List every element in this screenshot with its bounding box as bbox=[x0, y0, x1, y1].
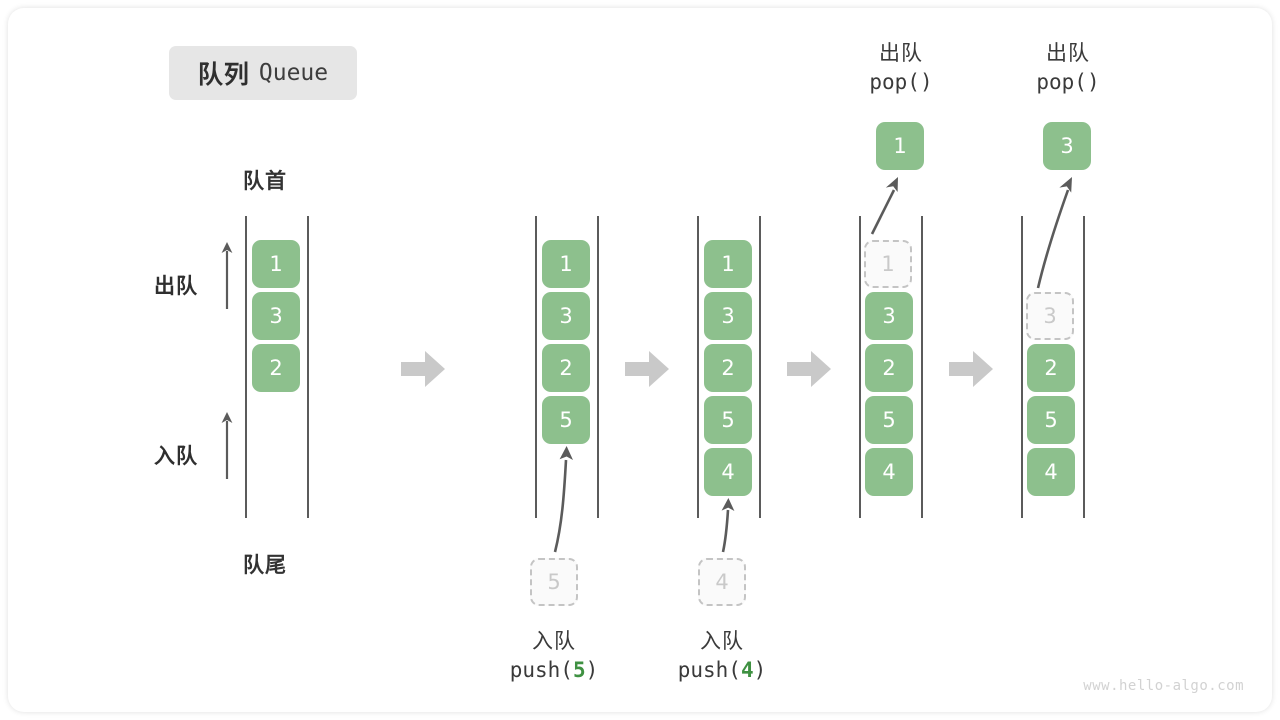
popped-element: 1 bbox=[876, 122, 924, 170]
rail-left bbox=[859, 216, 861, 518]
dequeue-up-arrow-icon bbox=[220, 241, 234, 309]
pop-arrow-icon bbox=[1016, 174, 1086, 290]
rail-left bbox=[1021, 216, 1023, 518]
queue-head-caption: 队首 bbox=[243, 170, 287, 193]
push-4-caption-code: push(4) bbox=[634, 656, 810, 684]
push-5-fn: push( bbox=[509, 658, 573, 683]
enqueue-side-label: 入队 bbox=[154, 445, 198, 468]
title-cn: 队列 bbox=[197, 61, 250, 89]
ghost-element: 5 bbox=[530, 558, 578, 606]
queue-element: 1 bbox=[704, 240, 752, 288]
push-5-fn-end: ) bbox=[585, 658, 599, 683]
push-4-num: 4 bbox=[740, 658, 754, 683]
step-arrow-icon bbox=[401, 351, 445, 387]
queue-element: 1 bbox=[252, 240, 300, 288]
rail-left bbox=[245, 216, 247, 518]
ghost-element: 4 bbox=[698, 558, 746, 606]
pop-3-caption-code: pop() bbox=[980, 68, 1156, 96]
queue-element-new: 4 bbox=[704, 448, 752, 496]
pop-1-caption: 出队 pop() bbox=[813, 40, 989, 97]
queue-element: 2 bbox=[1027, 344, 1075, 392]
rail-left bbox=[535, 216, 537, 518]
pop-1-caption-code: pop() bbox=[813, 68, 989, 96]
queue-element: 3 bbox=[704, 292, 752, 340]
queue-element: 3 bbox=[865, 292, 913, 340]
step-arrow-icon bbox=[625, 351, 669, 387]
rail-right bbox=[597, 216, 599, 518]
pop-1-caption-cn: 出队 bbox=[879, 42, 923, 65]
watermark: www.hello-algo.com bbox=[1083, 678, 1244, 694]
rail-right bbox=[1083, 216, 1085, 518]
step-arrow-icon bbox=[949, 351, 993, 387]
ghost-element: 1 bbox=[864, 240, 912, 288]
queue-element: 5 bbox=[1027, 396, 1075, 444]
step-arrow-icon bbox=[787, 351, 831, 387]
push-5-num: 5 bbox=[572, 658, 586, 683]
push-4-fn-end: ) bbox=[753, 658, 767, 683]
rail-right bbox=[307, 216, 309, 518]
queue-element: 3 bbox=[542, 292, 590, 340]
push-5-caption: 入队 push(5) bbox=[466, 628, 642, 685]
push-5-caption-cn: 入队 bbox=[532, 630, 576, 653]
queue-element: 4 bbox=[865, 448, 913, 496]
pop-1-fn-end: ) bbox=[919, 70, 933, 95]
queue-element: 2 bbox=[704, 344, 752, 392]
queue-element: 5 bbox=[704, 396, 752, 444]
queue-element-new: 5 bbox=[542, 396, 590, 444]
push-4-caption: 入队 push(4) bbox=[634, 628, 810, 685]
push-5-caption-code: push(5) bbox=[466, 656, 642, 684]
title-en: Queue bbox=[258, 60, 329, 86]
push-4-fn: push( bbox=[677, 658, 741, 683]
pop-3-caption-cn: 出队 bbox=[1046, 42, 1090, 65]
rail-left bbox=[697, 216, 699, 518]
pop-1-fn: pop( bbox=[869, 70, 920, 95]
queue-element: 2 bbox=[865, 344, 913, 392]
push-4-caption-cn: 入队 bbox=[700, 630, 744, 653]
queue-element: 2 bbox=[542, 344, 590, 392]
queue-element: 1 bbox=[542, 240, 590, 288]
push-arrow-icon bbox=[528, 444, 588, 554]
enqueue-up-arrow-icon bbox=[220, 411, 234, 479]
queue-element: 4 bbox=[1027, 448, 1075, 496]
pop-arrow-icon bbox=[856, 174, 916, 236]
rail-right bbox=[759, 216, 761, 518]
pop-3-fn: pop( bbox=[1036, 70, 1087, 95]
push-arrow-icon bbox=[697, 496, 757, 554]
ghost-element: 3 bbox=[1026, 292, 1074, 340]
queue-tail-caption: 队尾 bbox=[243, 554, 287, 577]
queue-element: 3 bbox=[252, 292, 300, 340]
popped-element: 3 bbox=[1043, 122, 1091, 170]
queue-element: 5 bbox=[865, 396, 913, 444]
diagram-card: 队列 Queue 队首 队尾 出队 入队 1 3 2 1 3 bbox=[8, 8, 1272, 712]
pop-3-caption: 出队 pop() bbox=[980, 40, 1156, 97]
pop-3-fn-end: ) bbox=[1086, 70, 1100, 95]
rail-right bbox=[921, 216, 923, 518]
dequeue-side-label: 出队 bbox=[154, 275, 198, 298]
title-badge: 队列 Queue bbox=[169, 46, 357, 100]
queue-element: 2 bbox=[252, 344, 300, 392]
